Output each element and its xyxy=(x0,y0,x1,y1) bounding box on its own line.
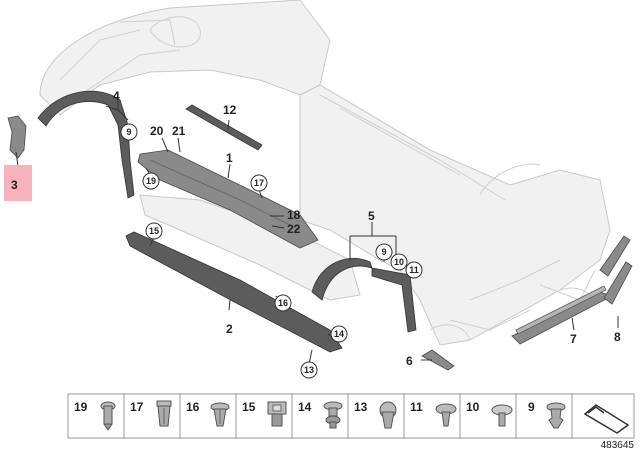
svg-text:13: 13 xyxy=(304,365,314,375)
legend-num-14: 14 xyxy=(298,400,312,414)
legend-cell-9 xyxy=(515,393,573,439)
part-6-rear-piece xyxy=(421,349,455,371)
callout-22: 22 xyxy=(287,222,301,236)
square-clip-icon xyxy=(267,401,287,427)
callout-3: 3 xyxy=(11,178,18,192)
legend-num-19: 19 xyxy=(74,400,88,414)
legend-num-11: 11 xyxy=(410,400,423,414)
part-4-front-wheel-arch-trim xyxy=(37,90,135,199)
part-5-rear-wheel-arch-trim xyxy=(311,258,373,301)
svg-text:10: 10 xyxy=(394,257,404,267)
circled-callout-14: 14 xyxy=(330,325,348,343)
svg-text:9: 9 xyxy=(381,247,386,257)
part-12-strip xyxy=(185,104,263,151)
svg-text:15: 15 xyxy=(149,226,159,236)
svg-text:11: 11 xyxy=(409,265,419,275)
part-2-lower-sill xyxy=(125,231,343,353)
legend-num-16: 16 xyxy=(186,400,200,414)
svg-text:17: 17 xyxy=(254,178,264,188)
legend-cell-19 xyxy=(67,393,125,439)
callout-8: 8 xyxy=(614,330,621,344)
legend-cell-14 xyxy=(291,393,349,439)
callout-7: 7 xyxy=(570,332,577,346)
part-3-bracket xyxy=(7,115,27,159)
callout-21: 21 xyxy=(172,124,186,138)
legend-cell-16 xyxy=(179,393,237,439)
fastener-legend: 19 17 16 15 14 13 11 10 9 xyxy=(67,393,635,439)
circled-callout-10: 10 xyxy=(390,253,408,271)
legend-num-10: 10 xyxy=(466,400,480,414)
push-clip-icon xyxy=(100,401,116,431)
svg-text:16: 16 xyxy=(278,298,288,308)
circled-callout-13: 13 xyxy=(300,361,318,379)
flat-head-rivet-icon xyxy=(491,404,513,427)
circled-callout-11: 11 xyxy=(405,261,423,279)
svg-text:19: 19 xyxy=(146,176,156,186)
drawing-number: 483645 xyxy=(601,440,635,451)
callout-12: 12 xyxy=(223,103,237,117)
legend-cell-15 xyxy=(235,393,293,439)
circled-callout-9: 9 xyxy=(120,123,138,141)
svg-text:9: 9 xyxy=(126,127,131,137)
highlight-box-3 xyxy=(4,165,32,201)
expanding-clip-icon xyxy=(156,400,172,427)
legend-cell-13 xyxy=(347,393,405,439)
callout-5: 5 xyxy=(368,209,375,223)
part-8-upper-trim xyxy=(599,235,631,277)
part-8-rear-side-trim xyxy=(603,261,633,305)
circled-callout-16: 16 xyxy=(274,294,292,312)
circled-callout-15: 15 xyxy=(145,222,163,240)
circled-callout-17: 17 xyxy=(250,174,268,192)
callout-1: 1 xyxy=(226,151,233,165)
callout-4: 4 xyxy=(113,89,120,103)
part-5-rear-arch-lower xyxy=(371,267,417,333)
callout-6: 6 xyxy=(406,354,413,368)
legend-num-9: 9 xyxy=(528,400,535,414)
legend-cell-11 xyxy=(403,393,461,439)
round-clip-icon xyxy=(379,401,397,429)
barbed-clip-icon xyxy=(546,402,566,429)
svg-text:14: 14 xyxy=(334,329,344,339)
orientation-arrow-icon xyxy=(583,404,630,434)
legend-num-13: 13 xyxy=(354,400,368,414)
callout-2: 2 xyxy=(226,322,233,336)
legend-num-15: 15 xyxy=(242,400,256,414)
callout-18: 18 xyxy=(287,208,301,222)
callout-20: 20 xyxy=(150,124,164,138)
legend-num-17: 17 xyxy=(130,400,144,414)
expanding-rivet-icon xyxy=(210,402,230,427)
circled-callout-19: 19 xyxy=(142,172,160,190)
ghost-body-outline xyxy=(39,0,611,346)
plug-clip-icon xyxy=(323,401,343,429)
circled-callout-9b: 9 xyxy=(375,243,393,261)
mushroom-clip-icon xyxy=(435,403,457,427)
